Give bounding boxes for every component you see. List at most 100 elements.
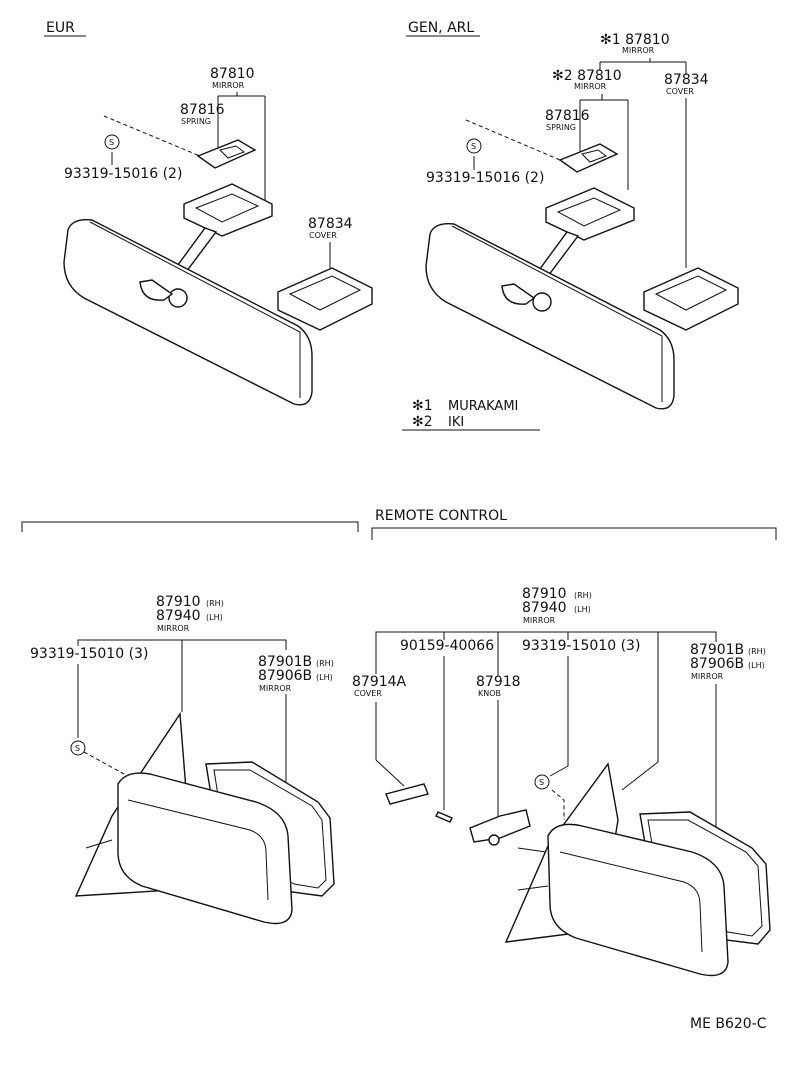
- eur-mirror-leader: [217, 92, 266, 200]
- or-screw-dashed-leader: [551, 789, 565, 820]
- eur-spring-number: 87816: [180, 102, 225, 118]
- or-mirror-housing: [547, 823, 729, 977]
- section-eur-label: EUR: [46, 20, 75, 36]
- gen-mirror-mount: [501, 283, 536, 305]
- eur-cover-part: [277, 267, 373, 331]
- gen-mirror2-name: MIRROR: [574, 82, 607, 91]
- section-remote-label: REMOTE CONTROL: [375, 508, 507, 524]
- or-housing-edge: [559, 851, 703, 953]
- eur-spring-name: SPRING: [181, 117, 211, 126]
- gen-screw-icon-letter: S: [471, 142, 476, 151]
- legend-text-1: MURAKAMI: [448, 399, 518, 414]
- or-cover-name: COVER: [354, 689, 382, 698]
- or-top-leader: [375, 631, 717, 674]
- gen-mirror-pivot: [532, 292, 552, 312]
- gen-bracket-detail: [556, 197, 622, 227]
- gen-group: ✻1 87810 MIRROR ✻2 87810 MIRROR 87834 CO…: [425, 32, 739, 410]
- or-cover-leader-end: [375, 759, 405, 787]
- gen-screw-dashed-leader: [465, 119, 561, 161]
- gen-cover-detail: [654, 275, 728, 311]
- eur-cover-name: COVER: [309, 231, 337, 240]
- gen-cover-number: 87834: [664, 72, 709, 88]
- ol-mirror-lh-number: 87940: [156, 608, 201, 624]
- legend-mark-2: ✻2: [412, 414, 433, 430]
- gen-bracket: [545, 187, 635, 241]
- eur-screw-dashed-leader: [103, 115, 201, 157]
- eur-spring-plate: [196, 139, 257, 169]
- outer-left-group: 87910 (RH) 87940 (LH) MIRROR 93319-15010…: [30, 594, 335, 925]
- ol-screw-number: 93319-15010 (3): [30, 646, 148, 662]
- or-screw-leader: [549, 656, 569, 777]
- ol-mirror-rh-number: 87910: [156, 594, 201, 610]
- legend-text-2: IKI: [448, 415, 464, 430]
- ol-mirror-stud: [85, 839, 113, 849]
- or-screw-icon-letter: S: [539, 778, 544, 787]
- or-mirror-lh-number: 87940: [522, 600, 567, 616]
- gen-screw-icon: [466, 138, 482, 154]
- eur-mirror-name: MIRROR: [212, 81, 245, 90]
- eur-bracket: [183, 183, 273, 237]
- or-screw-number: 93319-15010 (3): [522, 638, 640, 654]
- legend-mark-1: ✻1: [412, 398, 433, 414]
- ol-screw-icon-letter: S: [75, 744, 80, 753]
- ol-mirror-rh-side: (RH): [206, 599, 224, 608]
- ol-screw-icon: [70, 740, 86, 756]
- ol-mirror-housing: [117, 772, 293, 925]
- eur-mirror-mount: [139, 279, 174, 301]
- diagram-reference-code: ME B620-C: [690, 1016, 767, 1032]
- or-mirror-lh-side: (LH): [574, 605, 591, 614]
- gen-mirror2-number: ✻2 87810: [552, 68, 622, 84]
- or-mirror-name: MIRROR: [523, 616, 556, 625]
- or-screw-icon: [534, 774, 550, 790]
- eur-screw-icon: [104, 134, 120, 150]
- eur-mirror-body: [63, 219, 313, 406]
- eur-mirror-pivot: [168, 288, 188, 308]
- or-cover-number: 87914A: [352, 674, 407, 690]
- or-mirror-rh-number: 87910: [522, 586, 567, 602]
- eur-screw-number: 93319-15016 (2): [64, 166, 182, 182]
- ol-mirror-name: MIRROR: [157, 624, 190, 633]
- or-glass-rh-side: (RH): [748, 647, 766, 656]
- gen-spring-plate: [558, 143, 619, 173]
- ol-glass-name: MIRROR: [259, 684, 292, 693]
- ol-mirror-lh-side: (LH): [206, 613, 223, 622]
- or-knob-number: 87918: [476, 674, 521, 690]
- ol-glass-lh-number: 87906B: [258, 668, 312, 684]
- or-mirror-leader: [621, 632, 659, 791]
- or-knob-name: KNOB: [478, 689, 501, 698]
- gen-spring-detail: [581, 149, 608, 163]
- ol-glass-rh-side: (RH): [316, 659, 334, 668]
- gen-cover-name: COVER: [666, 87, 694, 96]
- or-cover-part: [385, 783, 429, 805]
- right-section-bracket: [371, 527, 777, 540]
- gen-mirror1-number: ✻1 87810: [600, 32, 670, 48]
- or-mirror-rh-side: (RH): [574, 591, 592, 600]
- or-knob-part: [469, 809, 531, 843]
- outer-right-group: 87910 (RH) 87940 (LH) MIRROR 90159-40066…: [352, 586, 771, 977]
- eur-screw-icon-letter: S: [109, 138, 114, 147]
- gen-mirror-body: [425, 223, 675, 410]
- eur-cover-detail: [288, 275, 362, 311]
- gen-mirror-edge: [451, 225, 663, 402]
- left-section-bracket: [21, 521, 359, 532]
- or-knob-shaft: [488, 834, 500, 846]
- or-bolt-part: [435, 811, 453, 823]
- gen-mirror1-leader: [599, 58, 687, 74]
- gen-mirror2-leader: [579, 94, 629, 190]
- eur-mirror-edge: [89, 221, 301, 398]
- ol-screw-dashed-leader: [83, 751, 125, 775]
- eur-bracket-detail: [194, 193, 260, 223]
- section-gen-label: GEN, ARL: [408, 20, 474, 36]
- eur-spring-detail: [219, 145, 246, 159]
- gen-mirror1-name: MIRROR: [622, 46, 655, 55]
- eur-group: 87810 MIRROR 87816 SPRING 93319-15016 (2…: [63, 66, 373, 406]
- eur-mirror-number: 87810: [210, 66, 255, 82]
- legend: ✻1 MURAKAMI ✻2 IKI: [402, 398, 540, 431]
- or-bolt-number: 90159-40066: [400, 638, 494, 654]
- or-mirror-stud-2: [517, 885, 549, 891]
- gen-cover-part: [643, 267, 739, 331]
- ol-glass-lh-side: (LH): [316, 673, 333, 682]
- gen-spring-number: 87816: [545, 108, 590, 124]
- or-glass-lh-number: 87906B: [690, 656, 744, 672]
